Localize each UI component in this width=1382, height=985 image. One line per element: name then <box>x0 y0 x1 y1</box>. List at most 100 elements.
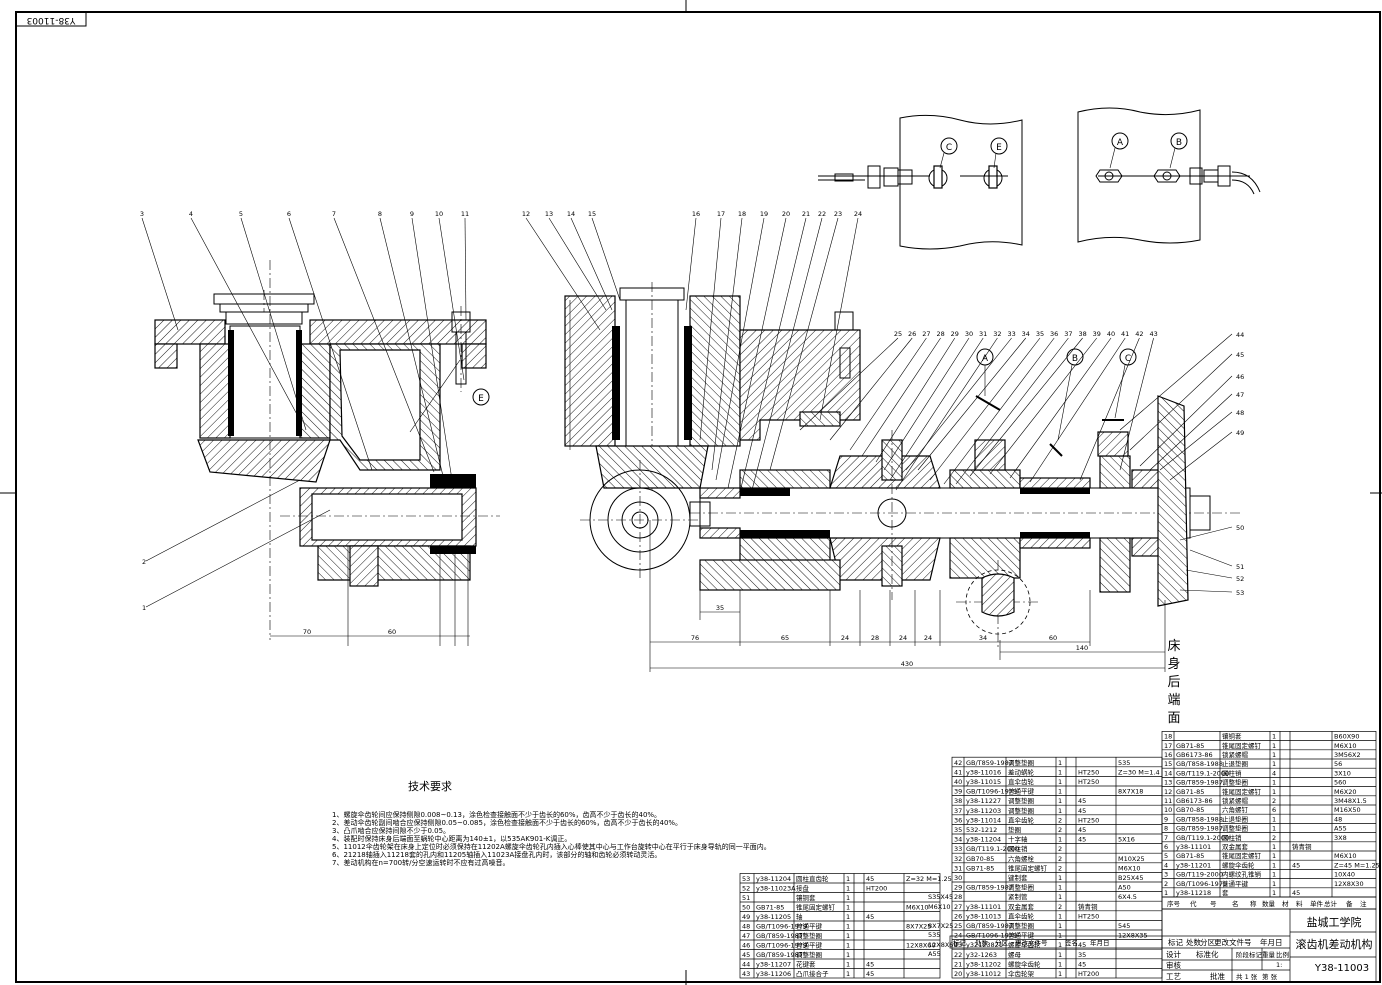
bom-cell: A50 <box>1118 884 1131 892</box>
bom-cell: 1 <box>1272 825 1276 833</box>
bom-cell: GB/T859-1987 <box>756 951 803 959</box>
bom-side-spec: 535 <box>928 931 940 939</box>
bom-cell: 1 <box>1058 836 1062 844</box>
svg-text:24: 24 <box>841 634 849 642</box>
bom-cell: 1 <box>1058 807 1062 815</box>
bom-cell: 13 <box>1164 779 1172 787</box>
bom-cell: 23 <box>954 941 962 949</box>
leader-number-31: 31 <box>979 330 987 338</box>
svg-text:70: 70 <box>303 628 311 636</box>
bom-cell: M6X10 <box>1334 742 1356 750</box>
svg-text:14: 14 <box>567 210 575 218</box>
bom-cell: 5 <box>1164 852 1168 860</box>
bom-side-spec: S35X45 <box>928 893 953 901</box>
bom-cell: 1 <box>846 932 850 940</box>
bom-cell: GB/T119.1-2000 <box>1176 769 1229 777</box>
svg-text:标记: 标记 <box>1168 937 1184 947</box>
bom-cell: 1 <box>1272 742 1276 750</box>
bom-cell: 24 <box>954 932 962 940</box>
svg-text:1:: 1: <box>1276 961 1282 969</box>
bom-cell: 1 <box>846 875 850 883</box>
bom-cell: GB/T859-1987 <box>966 759 1013 767</box>
svg-text:重量: 重量 <box>1262 951 1276 959</box>
svg-text:8: 8 <box>378 210 382 218</box>
bom-cell: 1 <box>1272 815 1276 823</box>
leader-line-45 <box>1129 353 1233 451</box>
bom-cell: M16X50 <box>1334 806 1361 814</box>
bom-cell: 27 <box>954 903 962 911</box>
leader-number-38: 38 <box>1078 330 1086 338</box>
bom-cell: GB/T859-1987 <box>1176 779 1223 787</box>
svg-text:9: 9 <box>410 210 414 218</box>
leader-number-33: 33 <box>1007 330 1015 338</box>
bom-cell: y38-11203 <box>966 807 1001 815</box>
bom-cell: 26 <box>954 912 962 920</box>
bed-end-label: 床 身 后 端 面 <box>1167 639 1180 726</box>
bom-cell: 圆柱销 <box>1222 768 1242 777</box>
bom-cell: y38-11013 <box>966 912 1001 920</box>
svg-text:7: 7 <box>332 210 336 218</box>
svg-text:17: 17 <box>717 210 725 218</box>
bom-cell: 锁紧螺帽 <box>1222 750 1249 759</box>
bom-cell: 9 <box>1164 815 1168 823</box>
svg-text:60: 60 <box>388 628 396 636</box>
leader-number-34: 34 <box>1022 330 1030 338</box>
svg-text:单件: 单件 <box>1310 899 1324 908</box>
bom-cell: y38-11218 <box>1176 889 1211 897</box>
svg-text:19: 19 <box>760 210 768 218</box>
bom-cell: 32 <box>954 855 962 863</box>
bom-cell: 1 <box>846 942 850 950</box>
bom-cell: 49 <box>742 913 750 921</box>
bom-cell: A55 <box>1334 825 1347 833</box>
svg-text:年月日: 年月日 <box>1090 938 1110 947</box>
title-block: 盐城工学院 滚齿机差动机构 Y38-11003 标记 处数 分区 更改文件号 年… <box>1161 908 1377 983</box>
svg-text:批准: 批准 <box>1210 971 1226 981</box>
bom-cell: 调整垫圈 <box>796 950 822 959</box>
svg-text:23: 23 <box>834 210 842 218</box>
svg-text:号: 号 <box>1210 900 1217 908</box>
bom-cell: 36 <box>954 816 962 824</box>
bom-cell: y38-11015 <box>966 778 1001 786</box>
bom-cell: 56 <box>1334 760 1342 768</box>
svg-text:140: 140 <box>1076 644 1088 652</box>
bom-cell: 10X40 <box>1334 871 1355 879</box>
bom-cell: 1 <box>1058 932 1062 940</box>
bom-cell: 45 <box>866 913 874 921</box>
bom-cell: 锥尾固定螺钉 <box>1222 741 1262 750</box>
svg-text:称: 称 <box>1250 899 1257 908</box>
svg-text:床: 床 <box>1167 639 1180 654</box>
bom-cell: 41 <box>954 768 962 776</box>
bom-cell: GB/T858-1988 <box>1176 760 1223 768</box>
bom-cell: 3M56X2 <box>1334 751 1361 759</box>
svg-text:身: 身 <box>1167 656 1180 672</box>
bom-cell: 差动蜗轮 <box>1008 767 1035 776</box>
bom-cell: GB71-85 <box>1176 742 1204 750</box>
svg-text:标记: 标记 <box>953 938 967 947</box>
bom-cell: 双金属套 <box>1222 842 1249 851</box>
bom-cell: y38-11014 <box>966 816 1001 824</box>
bom-cell: 29 <box>954 884 962 892</box>
bom-cell: 铸青铜 <box>1078 902 1098 911</box>
bom-cell: 44 <box>742 961 750 969</box>
leader-line-52 <box>1185 569 1233 579</box>
bom-cell: 50 <box>742 904 750 912</box>
bom-cell: 12 <box>1164 788 1172 796</box>
bom-cell: 30 <box>954 874 962 882</box>
svg-text:24: 24 <box>924 634 932 642</box>
svg-text:A: A <box>982 354 989 364</box>
bom-cell: 1 <box>1272 861 1276 869</box>
bom-cell: 7 <box>1164 834 1168 842</box>
leader-line-44 <box>1119 333 1233 431</box>
svg-text:A: A <box>1117 138 1124 148</box>
bom-cell: GB/T1096-1979 <box>966 788 1017 796</box>
bom-cell: 1 <box>1272 788 1276 796</box>
svg-text:C: C <box>1125 354 1131 364</box>
leader-line-32 <box>895 337 998 491</box>
bom-cell: 锥尾固定螺钉 <box>1222 851 1262 860</box>
bom-cell: 46 <box>742 942 750 950</box>
bom-cell: 6 <box>1272 806 1276 814</box>
bom-cell: 48 <box>1334 815 1342 823</box>
bom-cell: 普通平键 <box>1008 787 1035 796</box>
